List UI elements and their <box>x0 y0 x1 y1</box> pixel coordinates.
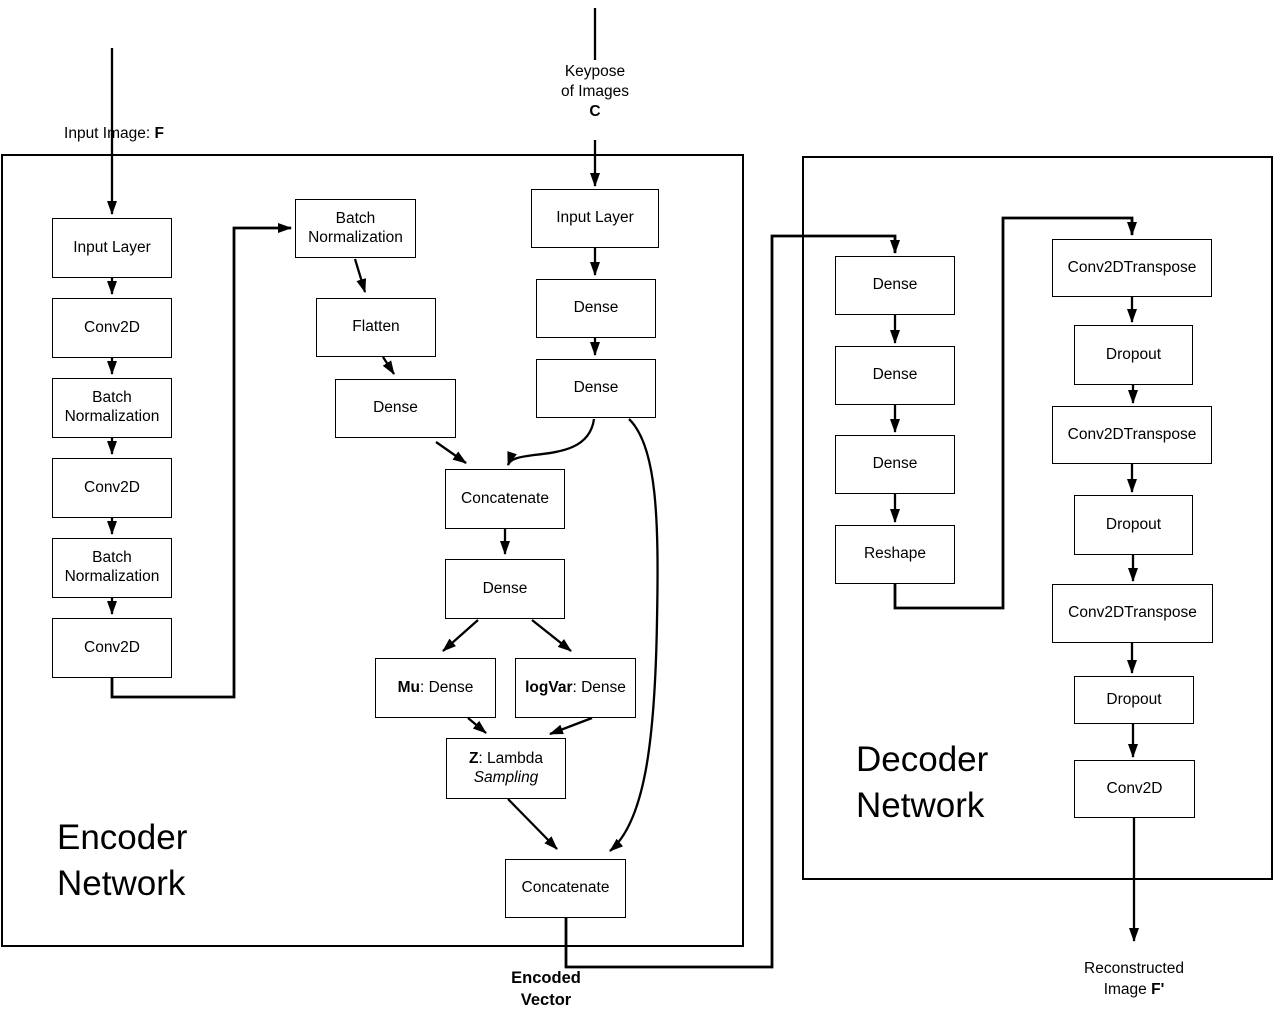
node-flatten: Flatten <box>316 298 436 357</box>
node-conv2dtranspose-2: Conv2DTranspose <box>1052 406 1212 464</box>
node-input-layer-image: Input Layer <box>52 218 172 278</box>
node-conv2dtranspose-3: Conv2DTranspose <box>1052 584 1213 643</box>
input-image-label: Input Image: F <box>64 125 164 142</box>
connector-encoded-vector <box>564 234 900 969</box>
decoder-network-box <box>802 156 1273 880</box>
node-dense-branch: Dense <box>335 379 456 438</box>
node-dense-keypose-1: Dense <box>536 279 656 338</box>
node-input-layer-keypose: Input Layer <box>531 189 659 248</box>
node-z-lambda-sampling: Z: Lambda Sampling <box>446 738 566 799</box>
encoded-vector-label: Encoded Vector <box>511 969 581 1009</box>
decoder-network-title: Decoder Network <box>856 740 989 825</box>
keypose-label: Keypose of Images C <box>560 63 630 120</box>
arrow-dense-mu <box>442 619 479 652</box>
arrow-logvar-z <box>549 716 593 736</box>
node-concatenate-1: Concatenate <box>445 469 565 529</box>
node-dense-merge: Dense <box>445 559 565 619</box>
node-dropout-3: Dropout <box>1074 676 1194 724</box>
node-dense-keypose-2: Dense <box>536 359 656 418</box>
arrow-mu-z <box>467 717 487 734</box>
node-mu-dense: Mu: Dense <box>375 658 496 718</box>
reconstructed-image-label: Reconstructed Image F' <box>1084 960 1184 998</box>
node-conv2d-1: Conv2D <box>52 298 172 358</box>
node-conv2d-3: Conv2D <box>52 618 172 678</box>
arrow-z-concat2 <box>507 798 558 850</box>
encoder-network-box <box>1 154 744 947</box>
curve-dense2-concat2 <box>609 418 659 852</box>
node-reshape: Reshape <box>835 525 955 584</box>
node-decoder-dense-2: Dense <box>835 346 955 405</box>
node-decoder-dense-1: Dense <box>835 256 955 315</box>
arrow-batchnorm-flatten <box>353 258 367 293</box>
node-concatenate-2: Concatenate <box>505 859 626 918</box>
node-decoder-dense-3: Dense <box>835 435 955 494</box>
node-batchnorm-2: Batch Normalization <box>52 538 172 598</box>
node-dropout-2: Dropout <box>1074 495 1193 555</box>
arrow-flatten-dense <box>382 356 395 375</box>
arrow-dense-concat1 <box>435 441 467 464</box>
arrow-dense-logvar <box>531 619 572 652</box>
connector-conv-to-batchnorm <box>110 223 292 699</box>
node-batchnorm-branch: Batch Normalization <box>295 199 416 258</box>
node-conv2dtranspose-1: Conv2DTranspose <box>1052 239 1212 297</box>
node-conv2d-output: Conv2D <box>1074 760 1195 818</box>
encoder-network-title: Encoder Network <box>57 818 188 903</box>
node-batchnorm-1: Batch Normalization <box>52 378 172 438</box>
node-conv2d-2: Conv2D <box>52 458 172 518</box>
node-dropout-1: Dropout <box>1074 325 1193 385</box>
connector-reshape-convt <box>893 216 1137 610</box>
curve-dense2-concat1 <box>506 418 596 466</box>
node-logvar-dense: logVar: Dense <box>515 658 636 718</box>
